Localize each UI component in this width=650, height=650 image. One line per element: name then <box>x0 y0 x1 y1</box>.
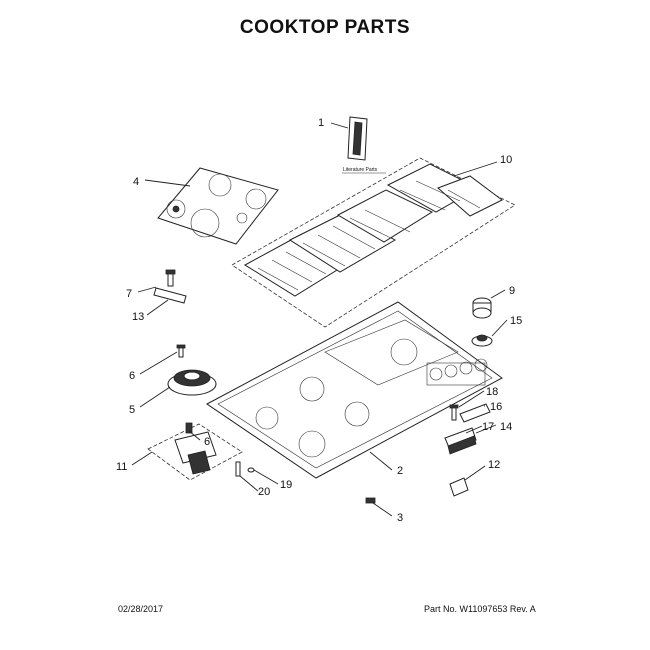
glass-cooktop-top <box>157 167 279 245</box>
callout-10: 10 <box>500 154 512 166</box>
callout-7: 7 <box>126 288 132 300</box>
surface-burner-assembly <box>167 344 217 396</box>
callout-5: 5 <box>129 404 135 416</box>
page-title: COOKTOP PARTS <box>239 17 411 38</box>
literature-parts-label: Literature Parts <box>343 167 378 173</box>
callout-12: 12 <box>488 459 500 471</box>
footer-date: 02/28/2017 <box>118 604 164 614</box>
callout-numbers: 1 2 3 4 5 6 6 7 9 10 11 12 13 14 15 16 1… <box>116 117 522 524</box>
callout-4: 4 <box>133 176 139 188</box>
callout-6: 6 <box>129 370 135 382</box>
callout-14: 14 <box>500 421 512 433</box>
igniter-screw-and-bracket <box>153 269 187 304</box>
callout-16: 16 <box>490 401 502 413</box>
control-knob-and-bezel <box>471 297 493 347</box>
callout-20: 20 <box>258 486 270 498</box>
callout-2: 2 <box>397 465 403 477</box>
leader-lines <box>131 161 508 517</box>
callout-9: 9 <box>509 285 515 297</box>
burner-grates <box>231 157 516 328</box>
screws-and-fittings <box>235 461 376 504</box>
callout-6-valve: 6 <box>204 436 210 448</box>
literature-booklet: Literature Parts <box>330 116 386 174</box>
valve-switch-hardware <box>444 403 491 497</box>
callout-11: 11 <box>116 461 127 473</box>
callout-13: 13 <box>132 311 144 323</box>
callout-17: 17 <box>482 421 494 433</box>
callout-1: 1 <box>318 117 324 129</box>
callout-19: 19 <box>280 479 292 491</box>
burner-valve-assembly <box>147 422 243 481</box>
footer-part-number: Part No. W11097653 Rev. A <box>424 604 536 614</box>
cooktop-basepan <box>206 301 503 479</box>
callout-18: 18 <box>486 386 498 398</box>
callout-15: 15 <box>510 315 522 327</box>
callout-3: 3 <box>397 512 403 524</box>
